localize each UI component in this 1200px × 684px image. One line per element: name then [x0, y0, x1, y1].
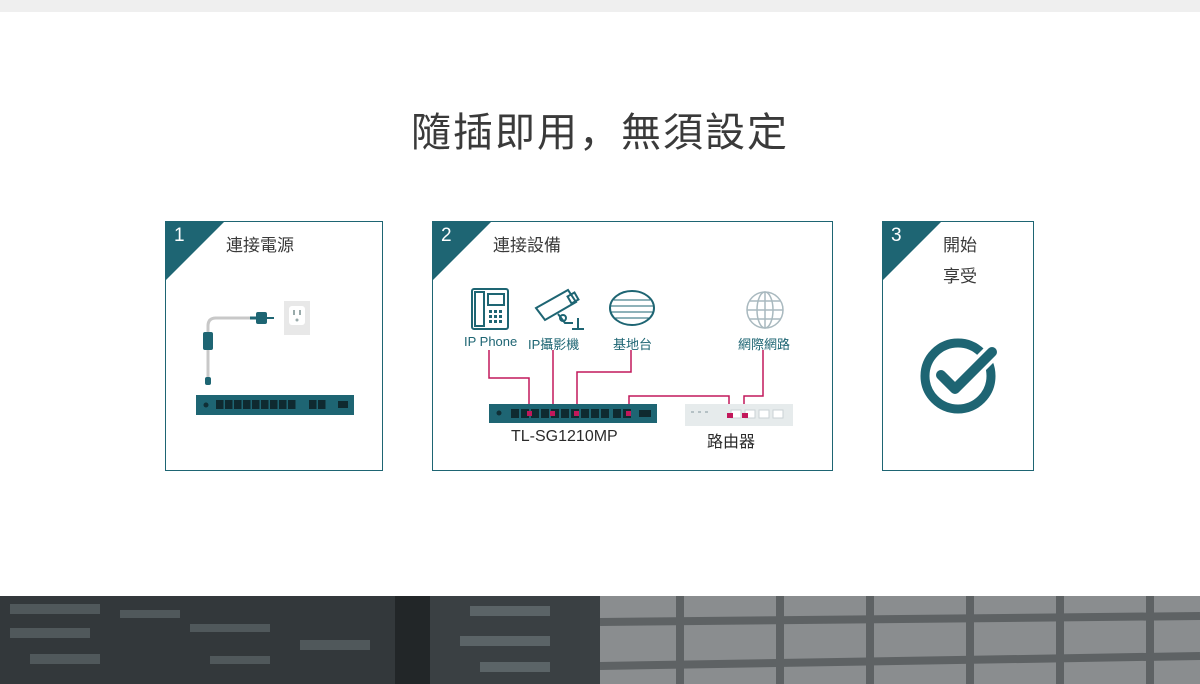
server-rack-photo — [0, 596, 600, 684]
devices-illustration — [471, 288, 793, 426]
step-card-power: 1 連接電源 — [165, 221, 383, 471]
step-card-devices: 2 連接設備 — [432, 221, 833, 471]
step-label: 開始享受 — [943, 236, 977, 287]
router-label: 路由器 — [707, 432, 756, 451]
ip-phone-icon — [471, 288, 509, 330]
switch-icon — [489, 404, 657, 423]
top-strip — [0, 0, 1200, 12]
globe-icon — [746, 291, 784, 329]
wall-outlet-icon — [284, 301, 310, 335]
switch-icon — [196, 395, 354, 415]
device-label-ip-camera: IP攝影機 — [528, 337, 580, 352]
step-corner-badge — [166, 222, 225, 281]
step-number: 2 — [441, 225, 452, 246]
step-number: 3 — [891, 225, 902, 246]
device-label-ip-phone: IP Phone — [464, 334, 518, 349]
switch-model-label: TL-SG1210MP — [511, 428, 618, 445]
router-icon — [685, 404, 793, 426]
power-plug-icon — [203, 312, 274, 385]
step-corner-badge — [433, 222, 492, 281]
step-card-enjoy: 3 開始享受 — [882, 221, 1034, 471]
step-corner-badge — [883, 222, 942, 281]
step-label: 連接設備 — [493, 236, 561, 256]
device-label-access-point: 基地台 — [613, 337, 653, 352]
page-title: 隨插即用，無須設定 — [411, 110, 789, 156]
ip-camera-icon — [534, 288, 584, 330]
step-number: 1 — [174, 225, 185, 246]
device-label-internet: 網際網路 — [738, 337, 791, 352]
office-ceiling-photo — [599, 596, 1200, 684]
bottom-photo-band — [0, 596, 1200, 684]
checkmark-circle-icon — [920, 338, 1001, 414]
access-point-icon — [609, 290, 655, 326]
step-label: 連接電源 — [226, 236, 294, 256]
power-illustration — [196, 301, 354, 415]
